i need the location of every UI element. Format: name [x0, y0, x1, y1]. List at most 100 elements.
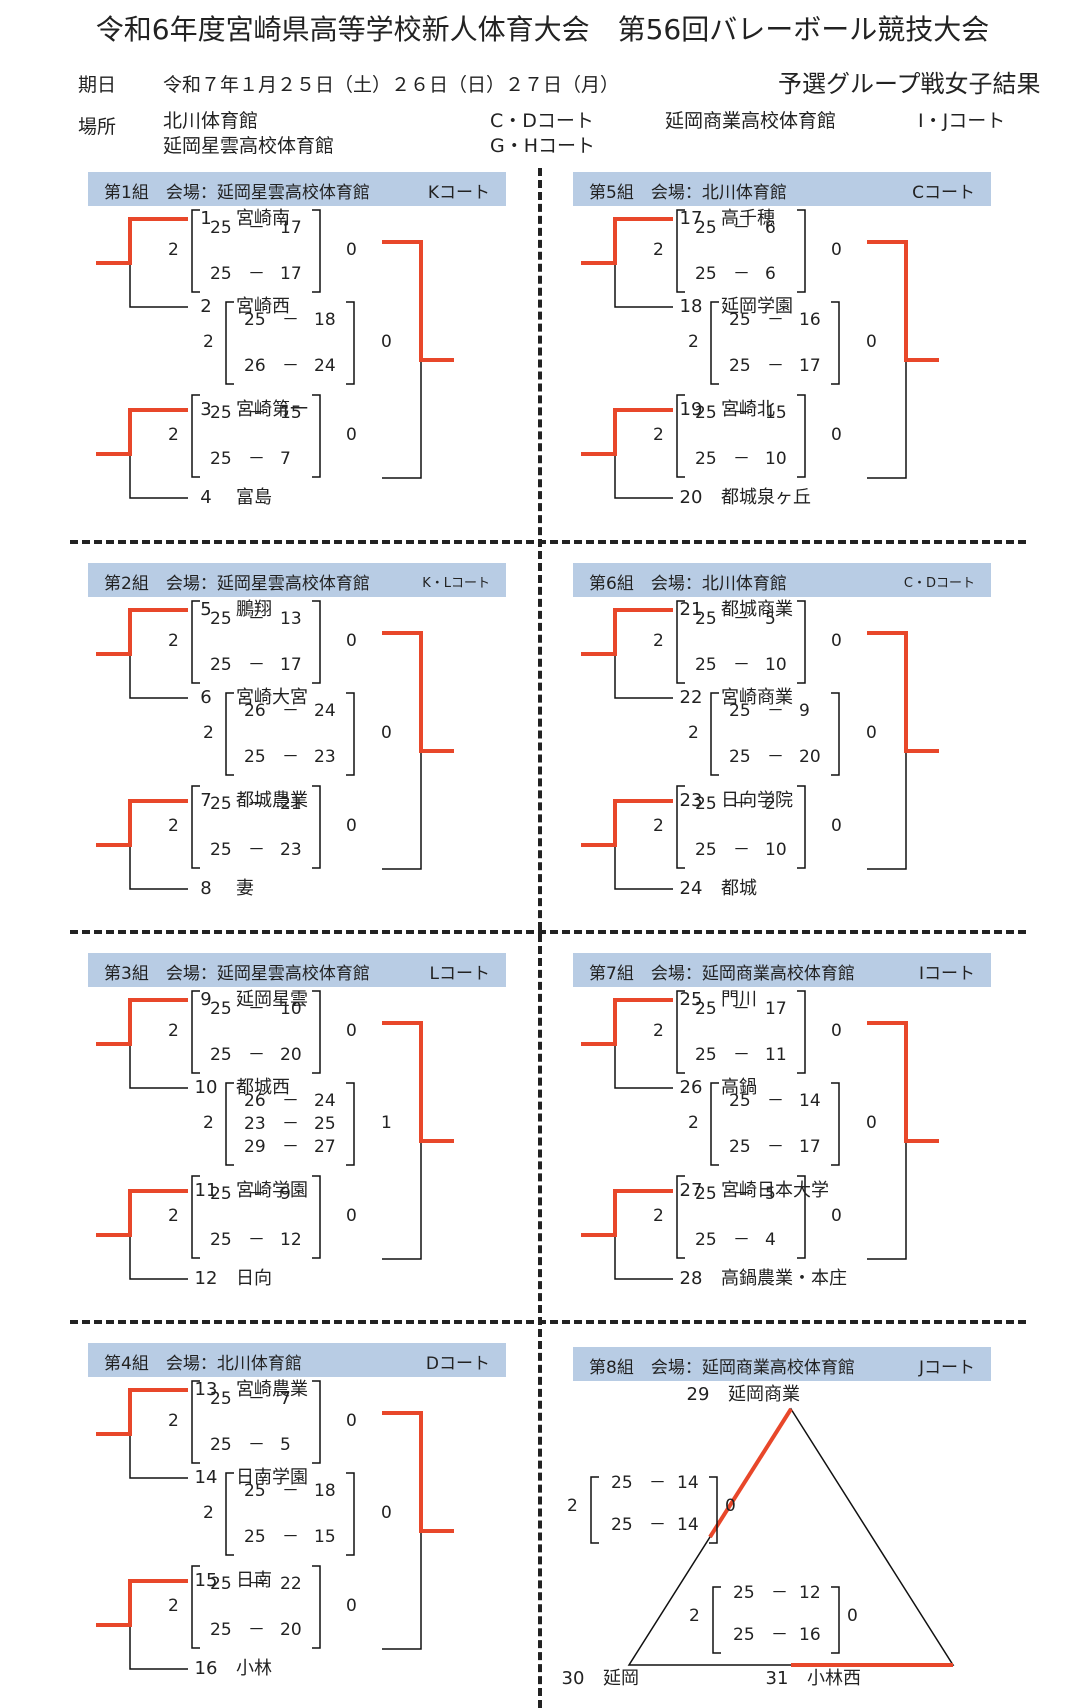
score-right: 17 [799, 1137, 821, 1157]
set-score: 25－17 [198, 654, 318, 676]
sets-won: 2 [653, 1021, 664, 1041]
score-right: 16 [799, 310, 821, 330]
venue-name: 延岡星雲高校体育館 [163, 135, 335, 157]
sets-lost: 0 [346, 1021, 357, 1041]
set-score: 25－11 [683, 1044, 803, 1066]
score-left: 25 [729, 747, 751, 767]
score-left: 25 [244, 1527, 266, 1547]
sets-won: 2 [168, 425, 179, 445]
sets-won: 2 [168, 1596, 179, 1616]
set-score: 25 － 12 [721, 1582, 831, 1604]
sets-won: 2 [688, 723, 699, 743]
team-name: 鵬翔 [236, 599, 272, 620]
score-dash: － [282, 701, 299, 721]
sets-won: 2 [203, 1113, 214, 1133]
set-score: 25－10 [198, 998, 318, 1020]
score-left: 25 [611, 1515, 633, 1535]
set-score: 25－10 [683, 654, 803, 676]
sets-lost: 0 [346, 240, 357, 260]
set-score: 26－24 [232, 700, 352, 722]
set-score: 25－20 [198, 1619, 318, 1641]
set-score: 25 － 16 [721, 1624, 831, 1646]
score-dash: － [767, 356, 784, 376]
team-name: 宮崎学園 [236, 1180, 308, 1201]
sets-lost: 1 [381, 1113, 392, 1133]
set-score: 25 － 14 [599, 1514, 709, 1536]
sets-lost: 0 [847, 1606, 858, 1626]
set-score: 25－23 [232, 746, 352, 768]
score-left: 25 [729, 701, 751, 721]
sets-lost: 0 [866, 1113, 877, 1133]
sets-won: 2 [689, 1606, 700, 1626]
divider [70, 1320, 1026, 1324]
sets-won: 2 [653, 1206, 664, 1226]
team-name: 延岡 [603, 1668, 639, 1689]
team-number: 13 [194, 1379, 218, 1400]
score-left: 25 [695, 218, 717, 238]
team-entry: 30 延岡 [555, 1668, 775, 1690]
sets-won: 2 [653, 631, 664, 651]
group-label: 第7組 会場：延岡商業高校体育館 [589, 964, 855, 984]
group-8: 第8組 会場：延岡商業高校体育館 Jコート 29 延岡商業 30 延岡 31 小… [562, 1347, 991, 1702]
score-dash: － [767, 1137, 784, 1157]
score-left: 25 [210, 609, 232, 629]
sets-won: 2 [203, 723, 214, 743]
set-score: 29－27 [232, 1136, 352, 1158]
score-dash: － [282, 310, 299, 330]
score-left: 25 [210, 1620, 232, 1640]
sets-won: 2 [688, 1113, 699, 1133]
score-left: 25 [729, 1091, 751, 1111]
set-score: 25－20 [198, 1044, 318, 1066]
score-left: 25 [210, 264, 232, 284]
set-score: 25－17 [717, 355, 837, 377]
score-dash: － [248, 655, 265, 675]
sets-won: 2 [203, 332, 214, 352]
team-number: 11 [194, 1180, 218, 1201]
set-score: 25－17 [683, 998, 803, 1020]
team-number: 8 [200, 878, 212, 899]
dates-value: 令和７年１月２５日（土）２６日（日）２７日（月） [163, 74, 620, 96]
score-left: 25 [244, 747, 266, 767]
score-dash: － [733, 1045, 750, 1065]
set-score: 25－22 [198, 1573, 318, 1595]
score-dash: － [248, 218, 265, 238]
group-label: 第4組 会場：北川体育館 [104, 1354, 302, 1374]
score-right: 7 [280, 1389, 291, 1409]
score-right: 12 [280, 1230, 302, 1250]
set-score: 25－18 [232, 309, 352, 331]
subtitle: 予選グループ戦女子結果 [778, 70, 1041, 98]
score-left: 25 [695, 449, 717, 469]
score-dash: － [282, 1114, 299, 1134]
set-score: 26－24 [232, 1090, 352, 1112]
set-score: 25－15 [232, 1526, 352, 1548]
team-name: 都城商業 [721, 599, 793, 620]
score-dash: － [733, 999, 750, 1019]
group-label: 第2組 会場：延岡星雲高校体育館 [104, 574, 370, 594]
score-dash: － [248, 1230, 265, 1250]
set-score: 25－7 [198, 1388, 318, 1410]
score-right: 17 [280, 218, 302, 238]
score-right: 15 [314, 1527, 336, 1547]
team-number: 23 [679, 790, 703, 811]
group-header: 第8組 会場：延岡商業高校体育館 Jコート [573, 1347, 991, 1381]
score-left: 29 [244, 1137, 266, 1157]
score-left: 25 [244, 1481, 266, 1501]
score-dash: － [282, 356, 299, 376]
set-score: 25－6 [683, 217, 803, 239]
score-left: 25 [210, 1435, 232, 1455]
score-right: 5 [765, 609, 776, 629]
score-right: 14 [677, 1515, 699, 1535]
score-dash: － [767, 310, 784, 330]
sets-won: 2 [653, 425, 664, 445]
score-right: 10 [765, 655, 787, 675]
